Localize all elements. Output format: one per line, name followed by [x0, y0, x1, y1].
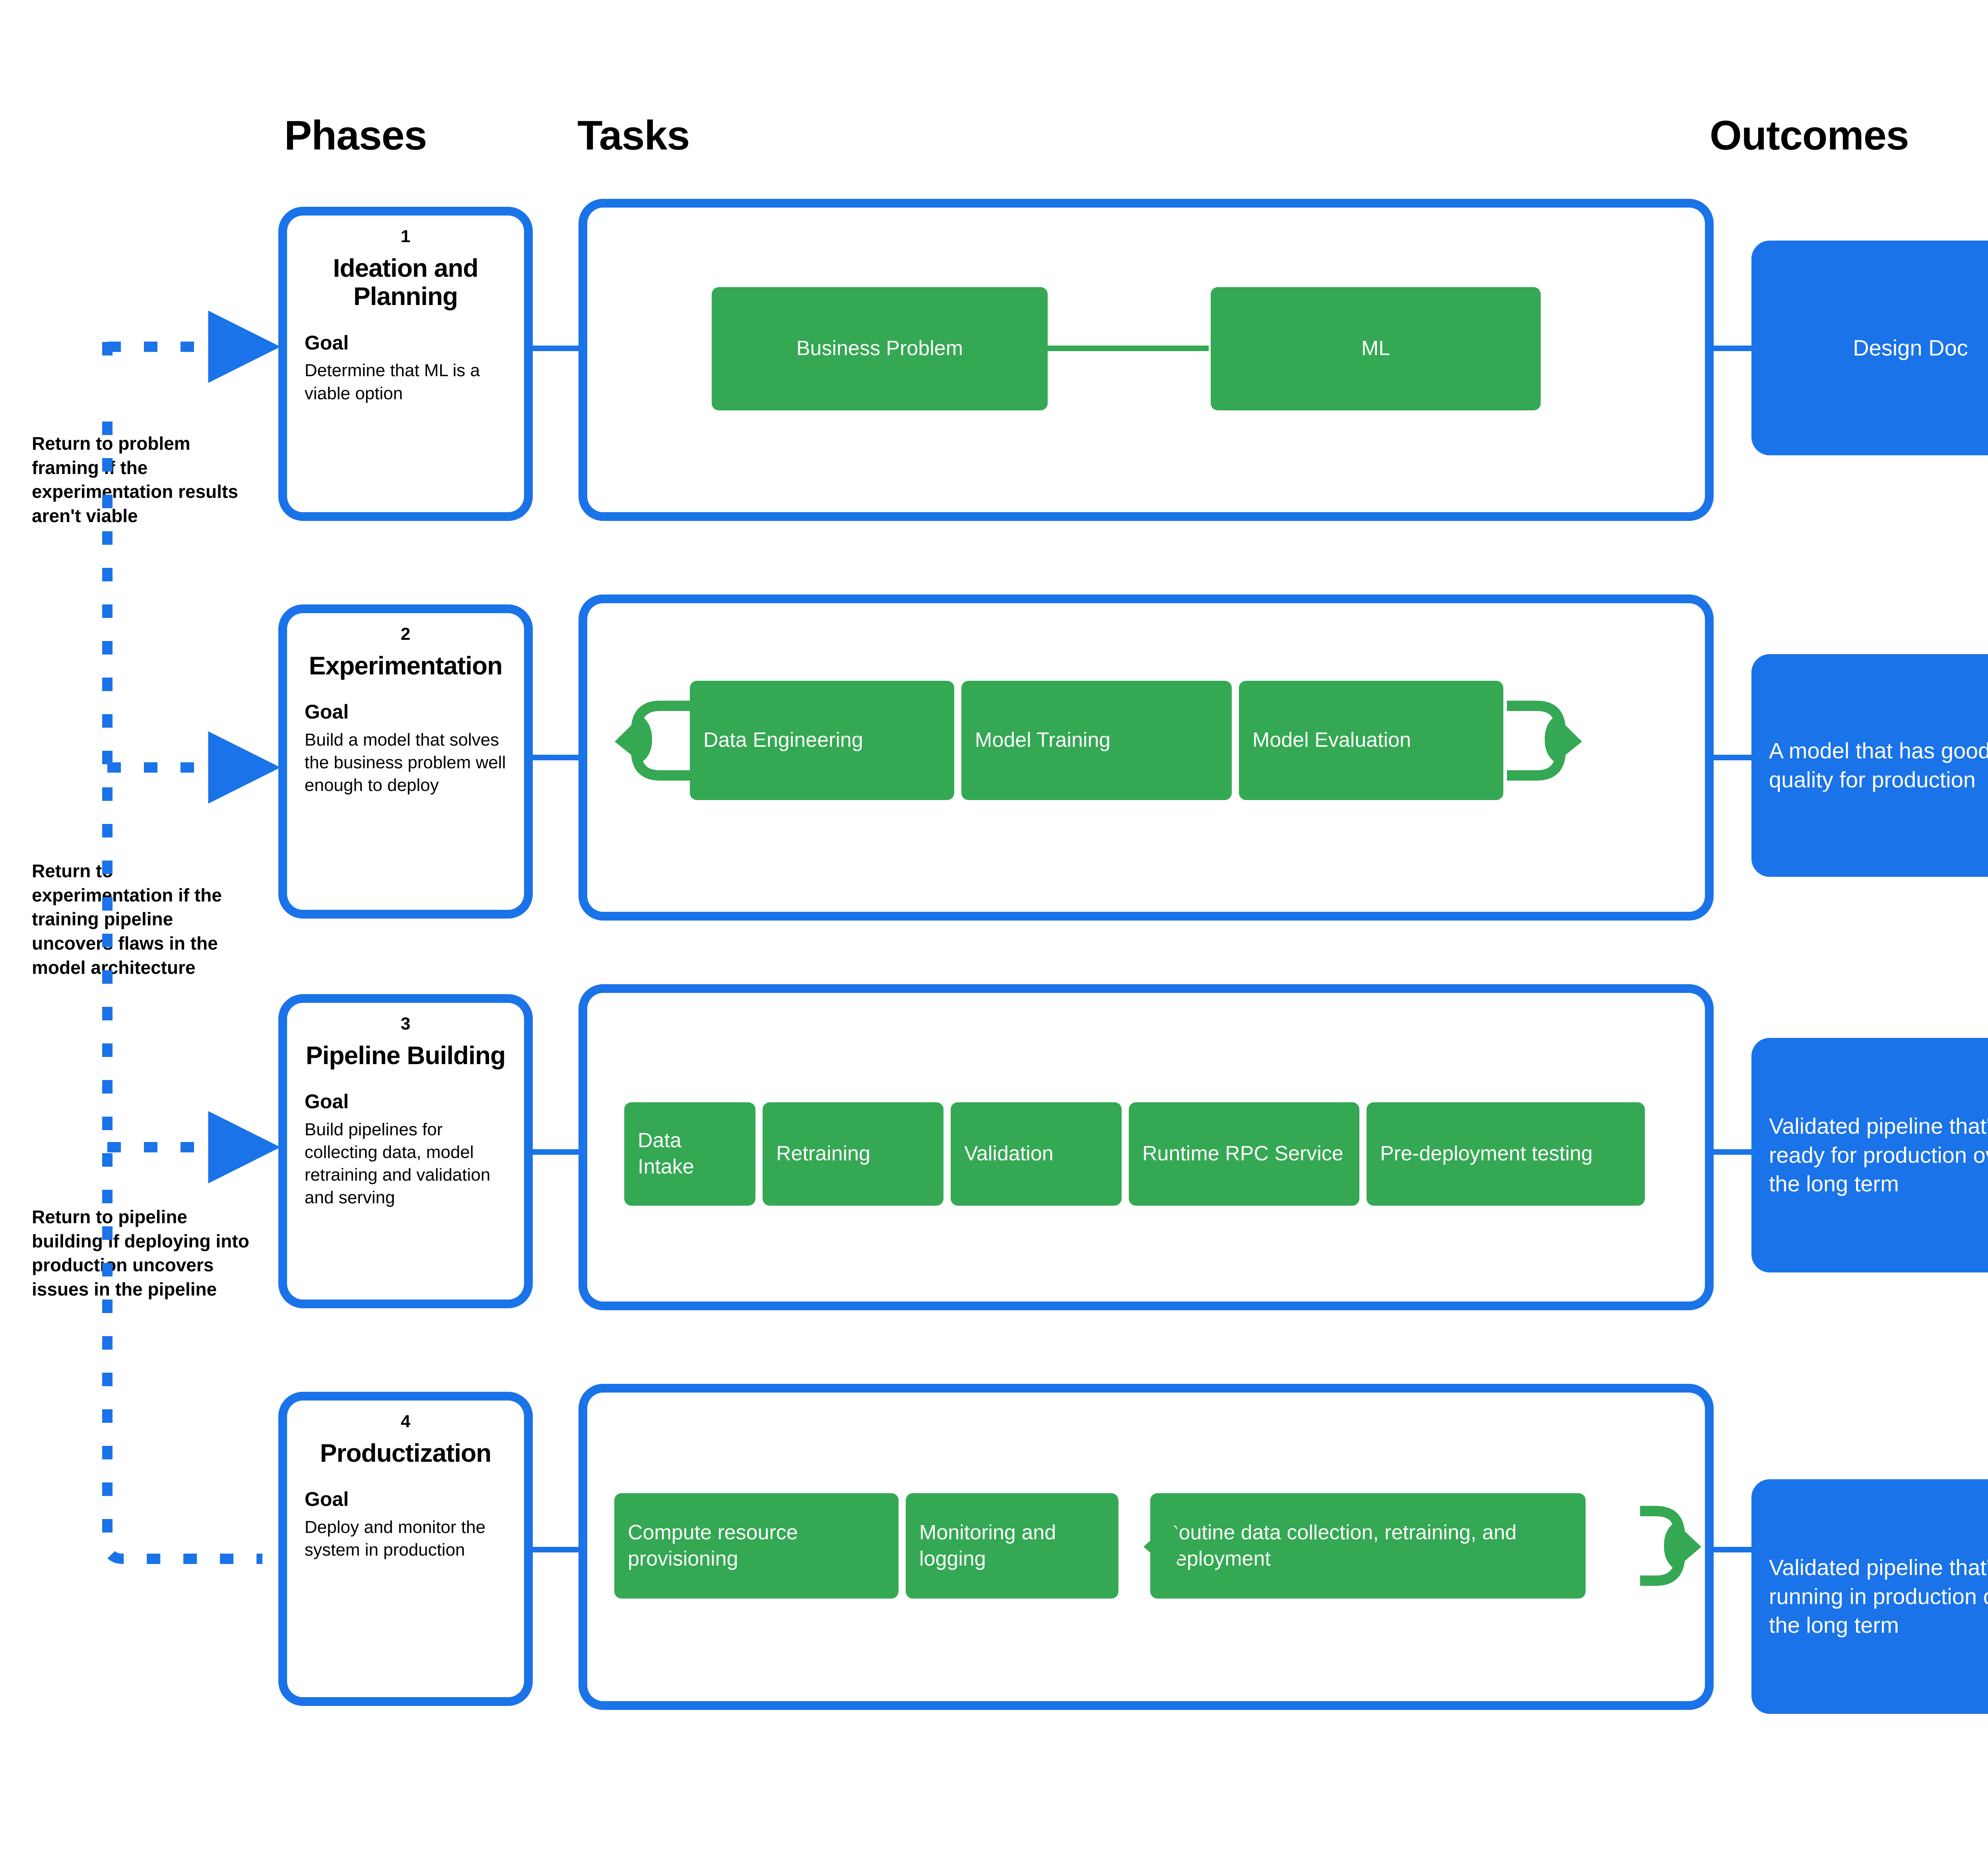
connector-phase3-tasks3 — [530, 1149, 581, 1155]
column-header-outcomes: Outcomes — [1710, 113, 1909, 159]
task-spacer — [954, 681, 961, 800]
phase-goal-block-1: Goal Determine that ML is a viable optio… — [305, 332, 507, 405]
goal-label-1: Goal — [305, 331, 349, 354]
task-retraining[interactable]: Retraining — [763, 1102, 944, 1206]
task-spacer — [1232, 681, 1239, 800]
goal-text-3: Build pipelines for collecting data, mod… — [305, 1119, 491, 1208]
outcome-box-1[interactable]: Design Doc — [1751, 241, 1988, 455]
task-spacer — [1359, 1102, 1367, 1206]
connector-phase1-tasks1 — [530, 346, 581, 351]
task-compute-resource-provisioning[interactable]: Compute resource provisioning — [614, 1493, 899, 1599]
task-spacer — [899, 1493, 906, 1599]
task-row-1: Business Problem ML — [712, 287, 1541, 410]
return-note-3: Return to pipeline building if deploying… — [32, 1206, 249, 1300]
connector-tasks2-outcome2 — [1710, 755, 1754, 760]
goal-label-2: Goal — [305, 701, 349, 723]
connector-phase2-tasks2 — [530, 755, 581, 760]
phase-card-2[interactable]: 2 Experimentation Goal Build a model tha… — [278, 604, 533, 919]
phase-title-1: Ideation and Planning — [333, 253, 479, 311]
goal-label-3: Goal — [305, 1090, 349, 1113]
phase-goal-block-4: Goal Deploy and monitor the system in pr… — [305, 1488, 507, 1561]
connector-tasks4-outcome4 — [1710, 1547, 1754, 1552]
task-spacer — [755, 1102, 763, 1206]
goal-label-4: Goal — [305, 1488, 349, 1511]
return-note-2: Return to experimentation if the trainin… — [32, 861, 222, 978]
task-pre-deployment-testing[interactable]: Pre-deployment testing — [1367, 1102, 1645, 1206]
connector-phase4-tasks4 — [530, 1547, 581, 1552]
task-model-evaluation[interactable]: Model Evaluation — [1239, 681, 1503, 800]
task-runtime-rpc-service[interactable]: Runtime RPC Service — [1129, 1102, 1359, 1206]
phase-number-2: 2 — [400, 624, 411, 644]
goal-text-4: Deploy and monitor the system in product… — [305, 1517, 485, 1560]
outcome-box-4[interactable]: Validated pipeline that's running in pro… — [1751, 1479, 1988, 1714]
task-row-4: Compute resource provisioning Monitoring… — [614, 1493, 1586, 1599]
phase-title-2: Experimentation — [309, 651, 503, 680]
phase-title-4: Productization — [320, 1438, 491, 1467]
phase-card-1[interactable]: 1 Ideation and Planning Goal Determine t… — [278, 207, 533, 521]
task-spacer — [1122, 1102, 1129, 1206]
connector-tasks3-outcome3 — [1710, 1149, 1754, 1155]
outcome-label-3: Validated pipeline that's ready for prod… — [1769, 1113, 1988, 1197]
phase-card-3[interactable]: 3 Pipeline Building Goal Build pipelines… — [278, 994, 533, 1308]
outcome-label-4: Validated pipeline that's running in pro… — [1769, 1554, 1988, 1638]
task-spacer — [1118, 1493, 1150, 1599]
task-spacer — [944, 1102, 951, 1206]
goal-text-1: Determine that ML is a viable option — [305, 361, 480, 403]
task-data-engineering[interactable]: Data Engineering — [690, 681, 954, 800]
task-spacer — [1048, 287, 1211, 410]
task-data-intake[interactable]: Data Intake — [624, 1102, 755, 1206]
outcome-label-2: A model that has good quality for produc… — [1769, 738, 1988, 792]
phase-number-1: 1 — [400, 227, 411, 246]
outcome-label-1: Design Doc — [1853, 335, 1968, 360]
task-model-training[interactable]: Model Training — [961, 681, 1232, 800]
phase-card-4[interactable]: 4 Productization Goal Deploy and monitor… — [278, 1392, 533, 1706]
task-ml[interactable]: ML — [1211, 287, 1541, 410]
task-monitoring-and-logging[interactable]: Monitoring and logging — [906, 1493, 1118, 1599]
task-routine-data-collection[interactable]: Routine data collection, retraining, and… — [1150, 1493, 1586, 1599]
phase-number-4: 4 — [400, 1412, 411, 1431]
goal-text-2: Build a model that solves the business p… — [305, 730, 506, 795]
task-row-3: Data Intake Retraining Validation Runtim… — [624, 1102, 1645, 1206]
task-connector-1 — [1046, 346, 1209, 351]
outcome-box-3[interactable]: Validated pipeline that's ready for prod… — [1751, 1038, 1988, 1272]
phase-title-3: Pipeline Building — [305, 1041, 506, 1070]
phase-goal-block-3: Goal Build pipelines for collecting data… — [305, 1090, 507, 1209]
task-validation[interactable]: Validation — [951, 1102, 1122, 1206]
outcome-box-2[interactable]: A model that has good quality for produc… — [1751, 654, 1988, 877]
phase-goal-block-2: Goal Build a model that solves the busin… — [305, 701, 507, 796]
column-header-tasks: Tasks — [577, 113, 690, 159]
phase-number-3: 3 — [400, 1014, 411, 1033]
return-note-1: Return to problem framing if the experim… — [32, 433, 238, 526]
task-row-2: Data Engineering Model Training Model Ev… — [690, 681, 1503, 800]
feedback-trunk-left — [102, 422, 262, 1564]
connector-tasks1-outcome1 — [1710, 346, 1754, 351]
column-header-phases: Phases — [284, 113, 427, 159]
task-business-problem[interactable]: Business Problem — [712, 287, 1048, 410]
